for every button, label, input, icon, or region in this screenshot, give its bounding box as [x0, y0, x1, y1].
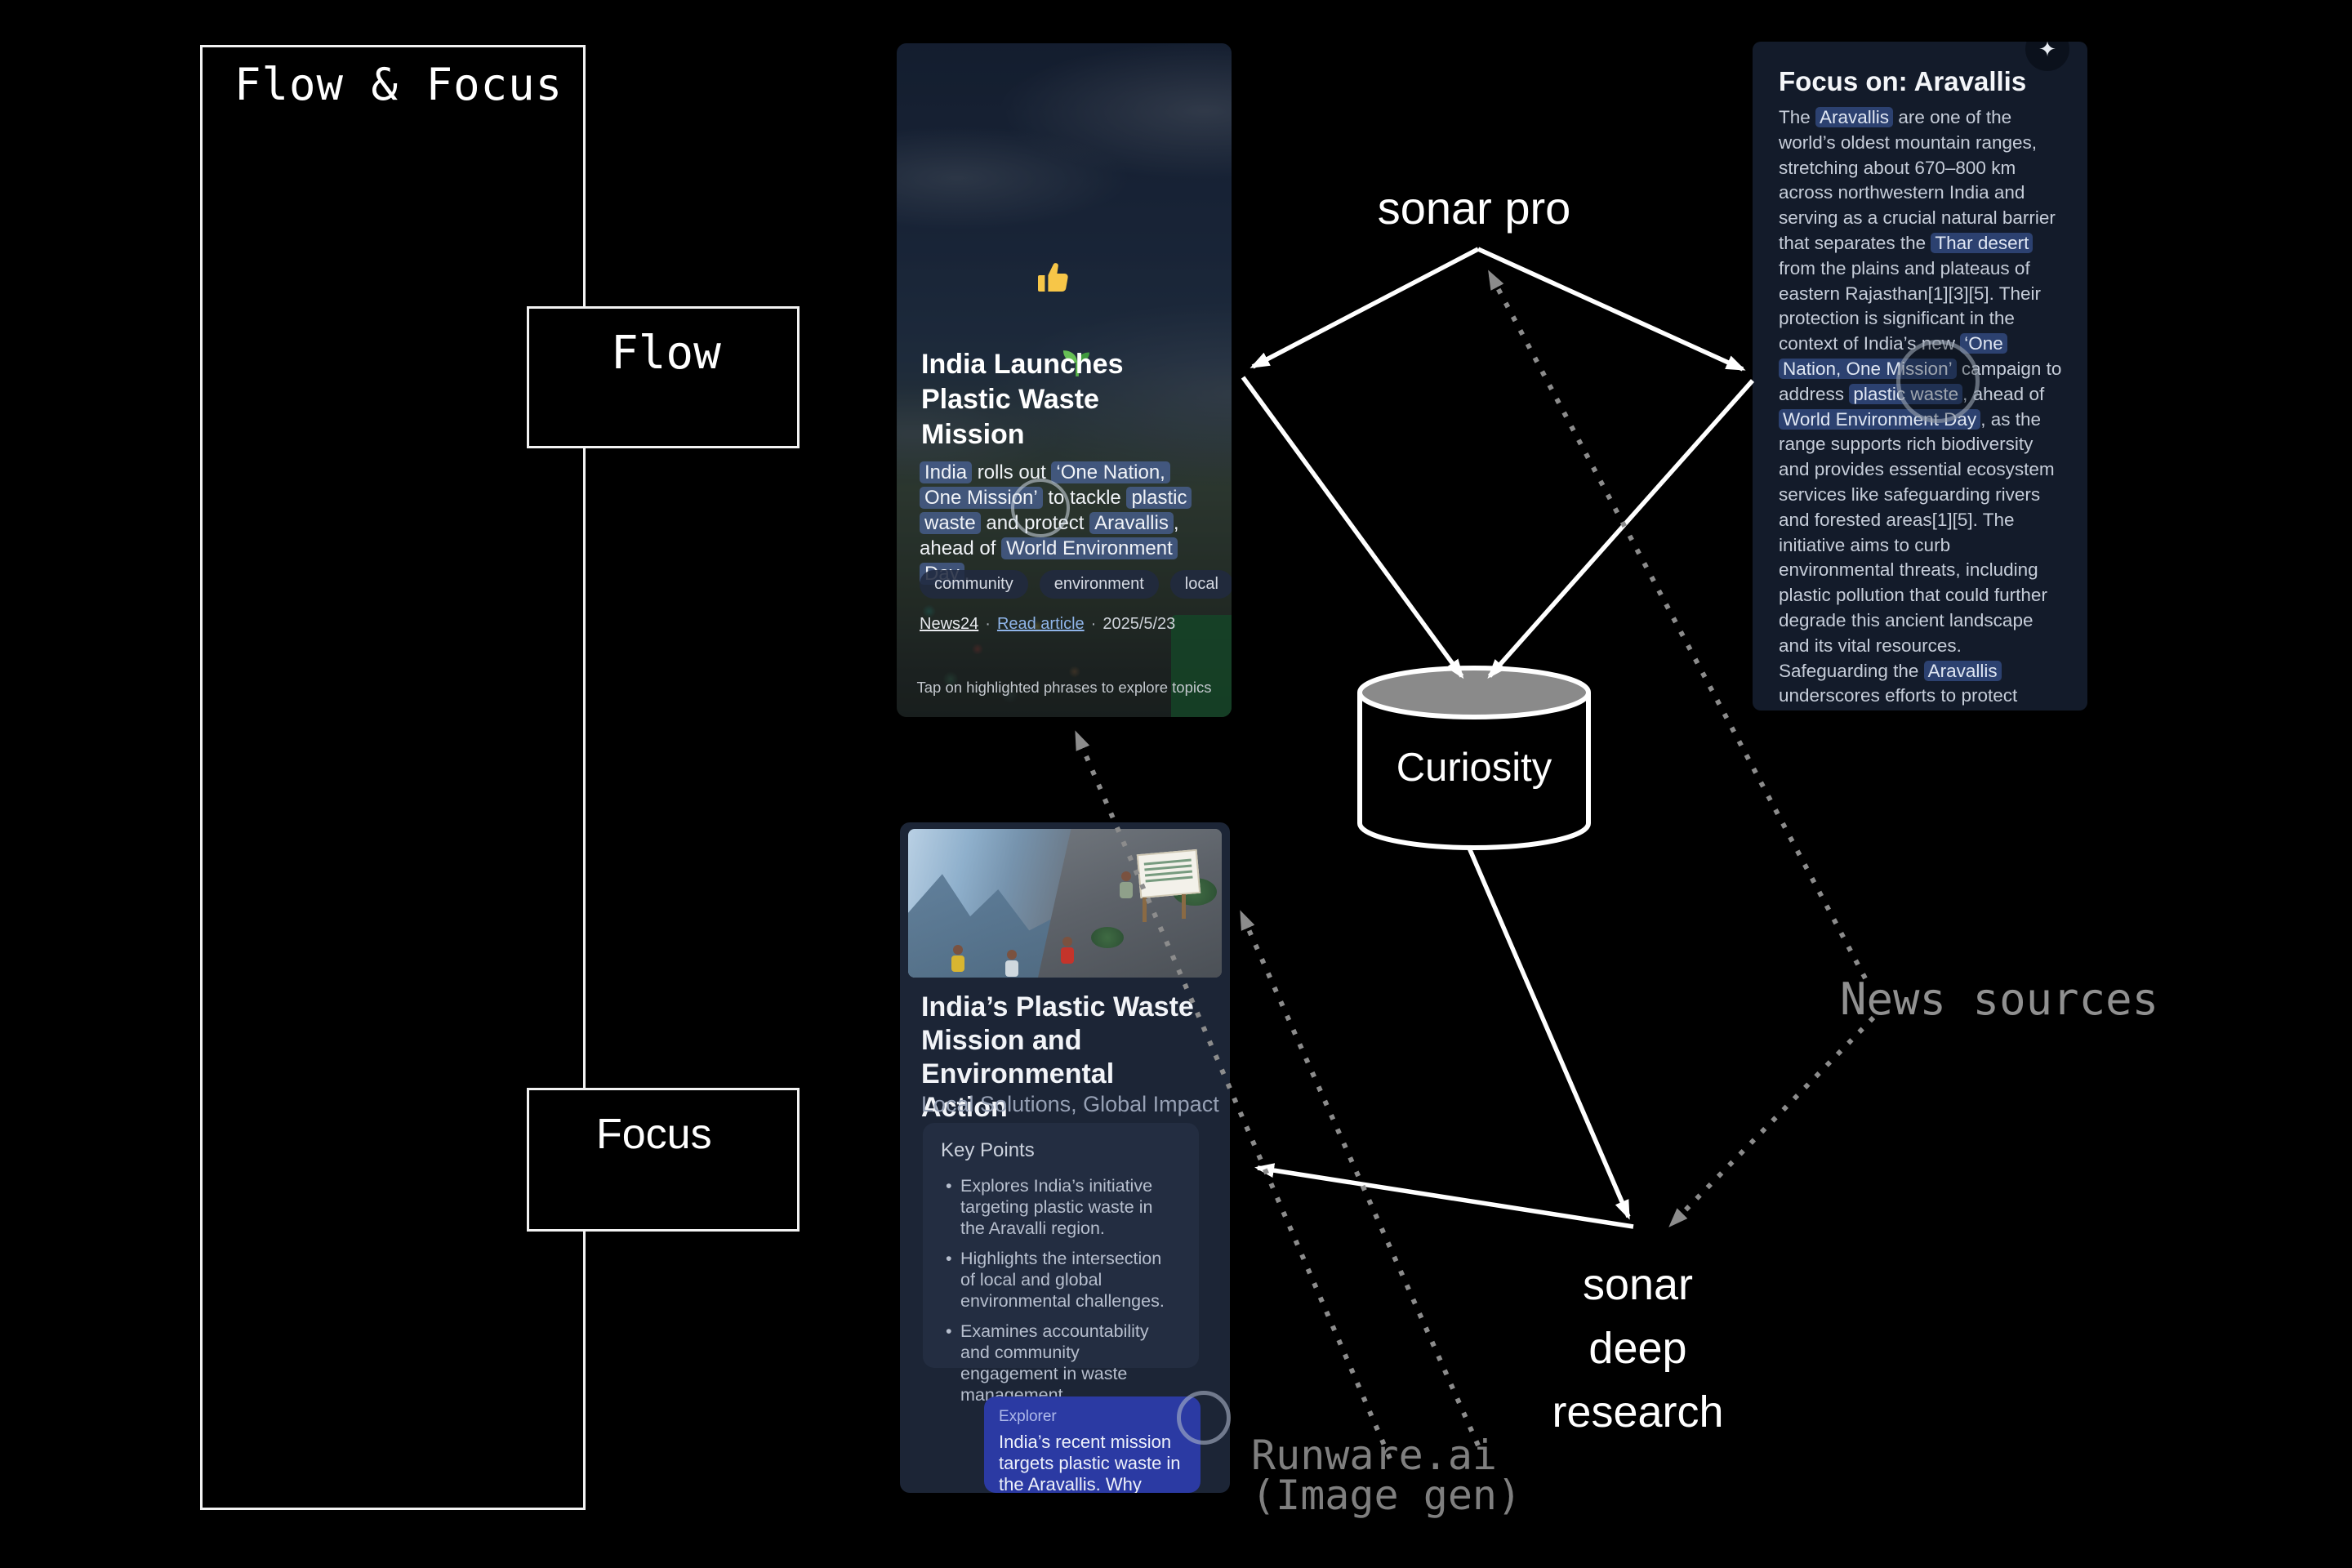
read-article-link[interactable]: Read article	[996, 615, 1085, 633]
arrow-deepresearch-to-summarycard	[1254, 1163, 1634, 1229]
article-meta: News24 · Read article · 2025/5/23	[920, 615, 1175, 634]
tag-row: community environment local	[920, 570, 1232, 599]
arrow-focuspanel-to-curiosity	[1487, 379, 1755, 679]
explorer-prompt-card[interactable]: Explorer India’s recent mission targets …	[984, 1396, 1200, 1493]
news-summary: India rolls out ‘One Nation, One Mission…	[920, 460, 1207, 586]
sdr-line: research	[1552, 1388, 1724, 1437]
bush-shape	[1091, 927, 1124, 948]
summary-card[interactable]: India’s Plastic Waste Mission and Enviro…	[900, 822, 1230, 1493]
ridge-shape	[908, 874, 1063, 978]
article-date: 2025/5/23	[1102, 615, 1176, 633]
seedling-icon	[1057, 339, 1098, 380]
text-segment: underscores efforts to protect India’s e…	[1779, 685, 2018, 706]
focus-on-panel[interactable]: ✦ Focus on: Aravallis The Aravallis are …	[1753, 42, 2087, 710]
tag-community[interactable]: community	[920, 570, 1028, 599]
sdr-line: sonar	[1582, 1260, 1694, 1309]
key-point-item: Highlights the intersection of local and…	[944, 1248, 1181, 1312]
news-headline: India Launches Plastic Waste Mission	[921, 349, 1124, 450]
key-point-item: Examines accountability and community en…	[944, 1321, 1181, 1405]
arrow-newscard-to-curiosity	[1241, 376, 1464, 679]
explorer-label: Explorer	[999, 1408, 1057, 1425]
key-point-item: Explores India’s initiative targeting pl…	[944, 1175, 1181, 1239]
card-overlay	[897, 43, 1232, 717]
text-segment: , as the range supports rich biodiversit…	[1779, 408, 2055, 681]
source-link[interactable]: News24	[920, 615, 979, 633]
key-points-panel: Key Points Explores India’s initiative t…	[923, 1123, 1199, 1405]
highlight-phrase[interactable]: Thar desert	[1931, 232, 2034, 253]
curiosity-label: Curiosity	[1396, 746, 1552, 790]
arrow-sonarpro-to-focuspanel	[1477, 247, 1746, 372]
signboard-leg	[1182, 894, 1186, 919]
person-figure	[951, 945, 965, 973]
mountain-illustration	[908, 829, 1222, 978]
highlight-phrase[interactable]: India	[920, 461, 973, 483]
summary-subtitle: Local Solutions, Global Impact	[921, 1092, 1219, 1116]
key-points-title: Key Points	[941, 1139, 1035, 1161]
text-segment: and protect	[980, 512, 1090, 534]
flow-box: Flow	[527, 306, 800, 448]
news-card[interactable]: India Launches Plastic Waste Mission Ind…	[897, 43, 1232, 717]
person-figure	[1004, 950, 1019, 978]
text-segment: to tackle	[1042, 487, 1127, 509]
dotted-newssources-to-deepresearch	[1668, 1015, 1876, 1227]
meta-separator: ·	[985, 615, 991, 633]
thumbs-up-icon	[1034, 259, 1073, 298]
sparkle-icon: ✦	[2025, 42, 2069, 71]
highlight-phrase[interactable]: Aravallis	[1089, 512, 1174, 534]
signboard-leg	[1143, 898, 1147, 922]
person-figure	[1119, 871, 1134, 899]
page-title: Flow & Focus	[234, 59, 564, 110]
flow-label: Flow	[611, 327, 721, 380]
focus-panel-title: Focus on: Aravallis	[1779, 66, 2027, 96]
dotted-runware-to-summarycard	[1239, 910, 1481, 1447]
news-sources-label: News sources	[1840, 973, 2159, 1025]
sdr-line: deep	[1588, 1324, 1687, 1373]
tag-local[interactable]: local	[1169, 570, 1232, 599]
explorer-question: India’s recent mission targets plastic w…	[999, 1432, 1181, 1493]
tap-hint: Tap on highlighted phrases to explore to…	[916, 679, 1212, 696]
flow-focus-outer-box	[200, 45, 586, 1510]
highlight-phrase[interactable]: plastic waste	[1849, 383, 1963, 404]
runware-line: (Image gen)	[1251, 1472, 1522, 1519]
text-segment: rolls out	[972, 461, 1052, 483]
highlight-phrase[interactable]: Aravallis	[1815, 107, 1894, 127]
person-figure	[1060, 937, 1075, 964]
arrow-curiosity-to-deepresearch	[1466, 844, 1631, 1220]
key-points-list: Explores India’s initiative targeting pl…	[944, 1175, 1181, 1405]
text-segment: are one of the world’s oldest mountain r…	[1779, 107, 2056, 253]
sonar-pro-label: sonar pro	[1377, 182, 1571, 234]
tag-environment[interactable]: environment	[1039, 570, 1159, 599]
sonar-deep-research-label: sonar deep research	[1534, 1253, 1742, 1444]
meta-separator: ·	[1090, 615, 1097, 633]
runware-line: Runware.ai	[1251, 1432, 1498, 1479]
signboard-shape	[1136, 849, 1201, 899]
focus-panel-body: The Aravallis are one of the world’s old…	[1779, 105, 2066, 710]
text-segment: , ahead of	[1962, 383, 2045, 404]
focus-label: Focus	[596, 1111, 712, 1158]
runware-label: Runware.ai (Image gen)	[1251, 1432, 1522, 1519]
arrow-sonarpro-to-newscard	[1250, 247, 1480, 369]
text-segment: The	[1779, 107, 1816, 127]
highlight-phrase[interactable]: Aravallis	[1923, 660, 2002, 681]
text-segment: , ahead of	[920, 512, 1179, 559]
highlight-phrase[interactable]: World Environment Day	[1779, 408, 1981, 430]
focus-box: Focus	[527, 1088, 800, 1232]
dumpster-illustration	[1171, 615, 1232, 717]
